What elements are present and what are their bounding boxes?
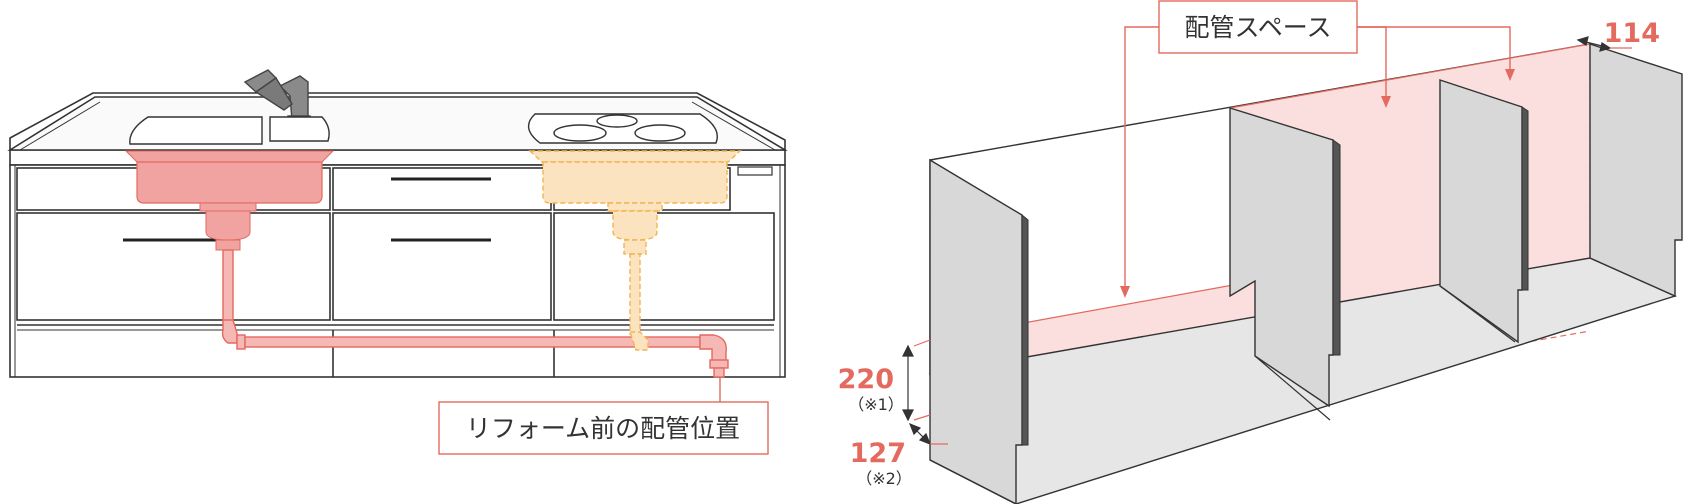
dimension-114: 114 <box>1604 18 1660 49</box>
cooktop <box>527 113 718 144</box>
partition-2 <box>1439 79 1529 344</box>
left-side-panel <box>929 158 1029 504</box>
dimension-220: 220 <box>838 364 894 395</box>
dimension-127: 127 <box>850 438 906 469</box>
drain-pipe <box>221 249 729 378</box>
sink-basin <box>124 150 335 251</box>
right-side-panel <box>1589 43 1683 298</box>
dimension-127-note: （※2） <box>856 469 912 488</box>
pre-reform-leader <box>438 377 769 455</box>
dimension-220-marker <box>902 339 931 422</box>
sink-top-outline <box>129 116 330 145</box>
kitchen-cabinet-illustration: リフォーム前の配管位置 <box>7 69 788 455</box>
piping-space-label: 配管スペース <box>1184 13 1331 42</box>
dimension-127-marker <box>908 422 948 446</box>
piping-space-callout <box>1120 0 1515 298</box>
cabinet-carcass-diagram: 配管スペース 114 220 （※1） 127 （※2） <box>838 0 1683 504</box>
partition-1 <box>1229 107 1341 408</box>
dimension-220-note: （※1） <box>848 395 904 414</box>
dimension-114-marker <box>1576 36 1632 52</box>
cooktop-unit <box>528 150 742 351</box>
pre-reform-piping-label: リフォーム前の配管位置 <box>466 414 740 443</box>
